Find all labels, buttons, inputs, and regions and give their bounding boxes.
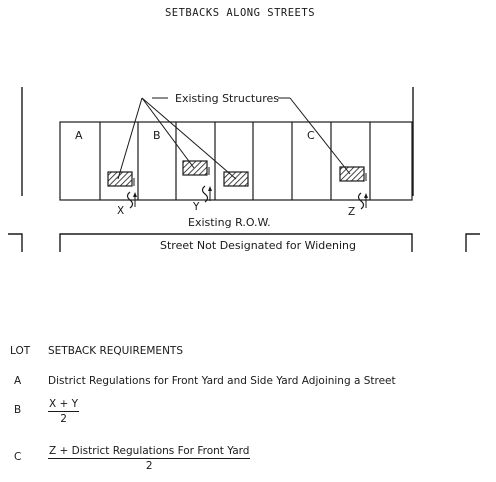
setback-marker-z: Z [348,192,368,218]
structure-leader-lines [117,97,351,180]
row-c-lot: C [14,451,22,463]
existing-structures-label: Existing Structures [175,92,279,105]
marker-x-label: X [117,205,124,217]
row-c-denominator: 2 [145,460,153,472]
row-label: Existing R.O.W. [188,216,271,229]
row-a-lot: A [14,375,22,387]
diagram-title: SETBACKS ALONG STREETS [164,7,316,19]
structure-lot-b-1 [182,160,208,176]
row-c-numerator: Z + District Regulations For Front Yard [48,445,251,459]
lot-block [59,121,413,201]
marker-y-label: Y [192,201,200,213]
street-edges [8,233,480,252]
lot-label-b: B [153,129,161,142]
row-b-lot: B [14,404,22,416]
lot-label-a: A [75,129,83,142]
structure-lot-a [107,171,133,187]
col-header-requirements: SETBACK REQUIREMENTS [48,345,184,357]
marker-z-label: Z [348,206,355,218]
lot-label-c: C [307,129,315,142]
row-c-fraction: Z + District Regulations For Front Yard … [48,445,251,472]
cross-street-lines [21,87,414,196]
row-a-text: District Regulations for Front Yard and … [48,375,396,387]
setback-marker-y: Y [192,185,212,213]
existing-structures [107,160,365,187]
setback-marker-x: X [117,191,137,217]
setback-diagram: A B C Existing Structures [8,87,480,252]
structure-lot-c [339,166,365,182]
col-header-lot: LOT [10,345,31,357]
row-b-fraction: X + Y 2 [48,398,80,425]
setback-ticks [133,167,367,186]
street-label: Street Not Designated for Widening [160,239,356,252]
row-b-numerator: X + Y [48,398,80,412]
row-b-denominator: 2 [60,413,67,425]
